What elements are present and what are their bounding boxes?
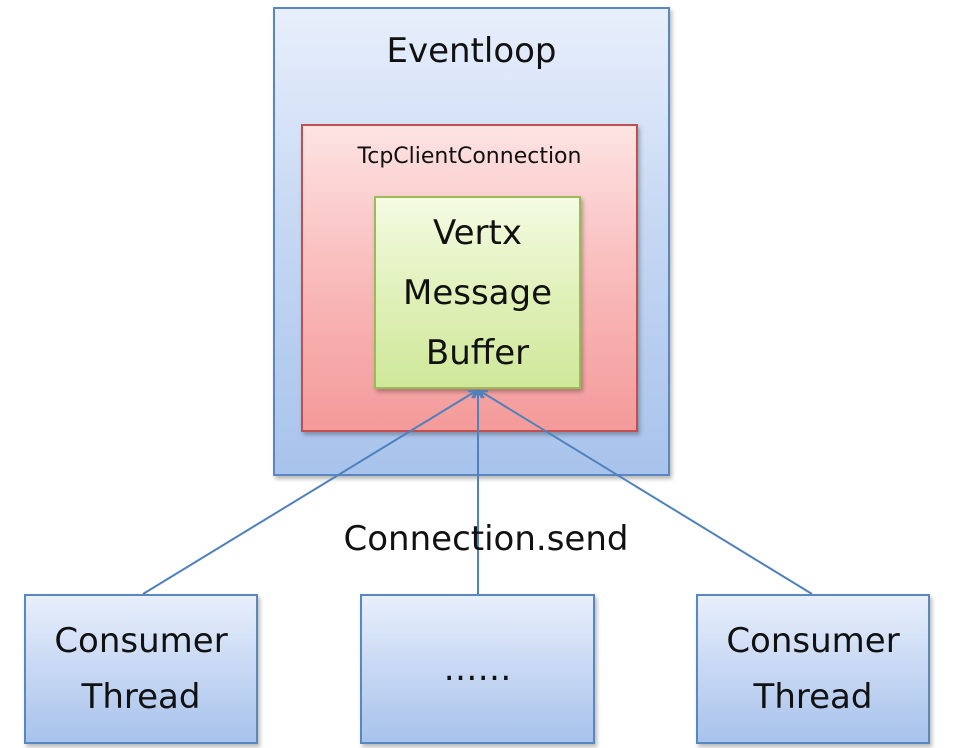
consumer-thread-box-left: Consumer Thread [24, 594, 258, 744]
vertx-buffer-line-2: Message [402, 272, 552, 313]
tcp-client-connection-title: TcpClientConnection [357, 144, 582, 169]
arrow-right-thread [480, 391, 813, 595]
thread-left-line-1: Consumer [54, 621, 228, 661]
vertx-message-buffer-box: Vertx Message Buffer [374, 196, 581, 389]
vertx-buffer-line-3: Buffer [425, 332, 530, 373]
thread-right-line-2: Thread [753, 677, 873, 717]
consumer-thread-box-right: Consumer Thread [696, 594, 930, 744]
arrow-left-thread [142, 391, 476, 595]
thread-left-line-2: Thread [81, 677, 201, 717]
vertx-buffer-line-1: Vertx [433, 212, 522, 253]
ellipsis-thread-box: …… [360, 594, 595, 744]
connection-send-label: Connection.send [343, 519, 629, 559]
eventloop-title: Eventloop [386, 31, 557, 71]
thread-right-line-1: Consumer [726, 621, 900, 661]
thread-mid-line-1: …… [443, 649, 512, 689]
